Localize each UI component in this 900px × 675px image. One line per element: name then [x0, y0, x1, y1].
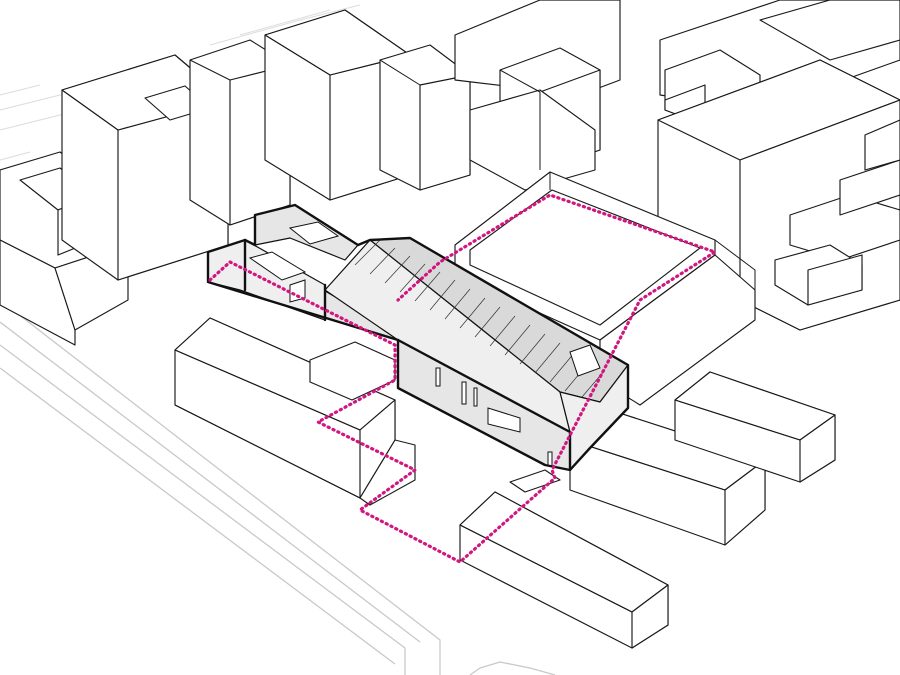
site-boundary-dotted	[208, 193, 717, 564]
context-buildings	[0, 0, 900, 649]
context-building-slab-center	[264, 9, 471, 201]
context-building-row-2	[674, 371, 836, 483]
context-building-low-left	[174, 317, 416, 506]
building-openings	[248, 221, 601, 467]
street-outlines	[0, 4, 556, 675]
roof-slats	[354, 239, 606, 398]
context-building-row-3	[459, 469, 669, 649]
building-outline	[206, 203, 630, 472]
context-building-top-center	[454, 0, 621, 191]
context-building-row-1	[569, 409, 766, 546]
highlighted-building	[206, 203, 630, 472]
